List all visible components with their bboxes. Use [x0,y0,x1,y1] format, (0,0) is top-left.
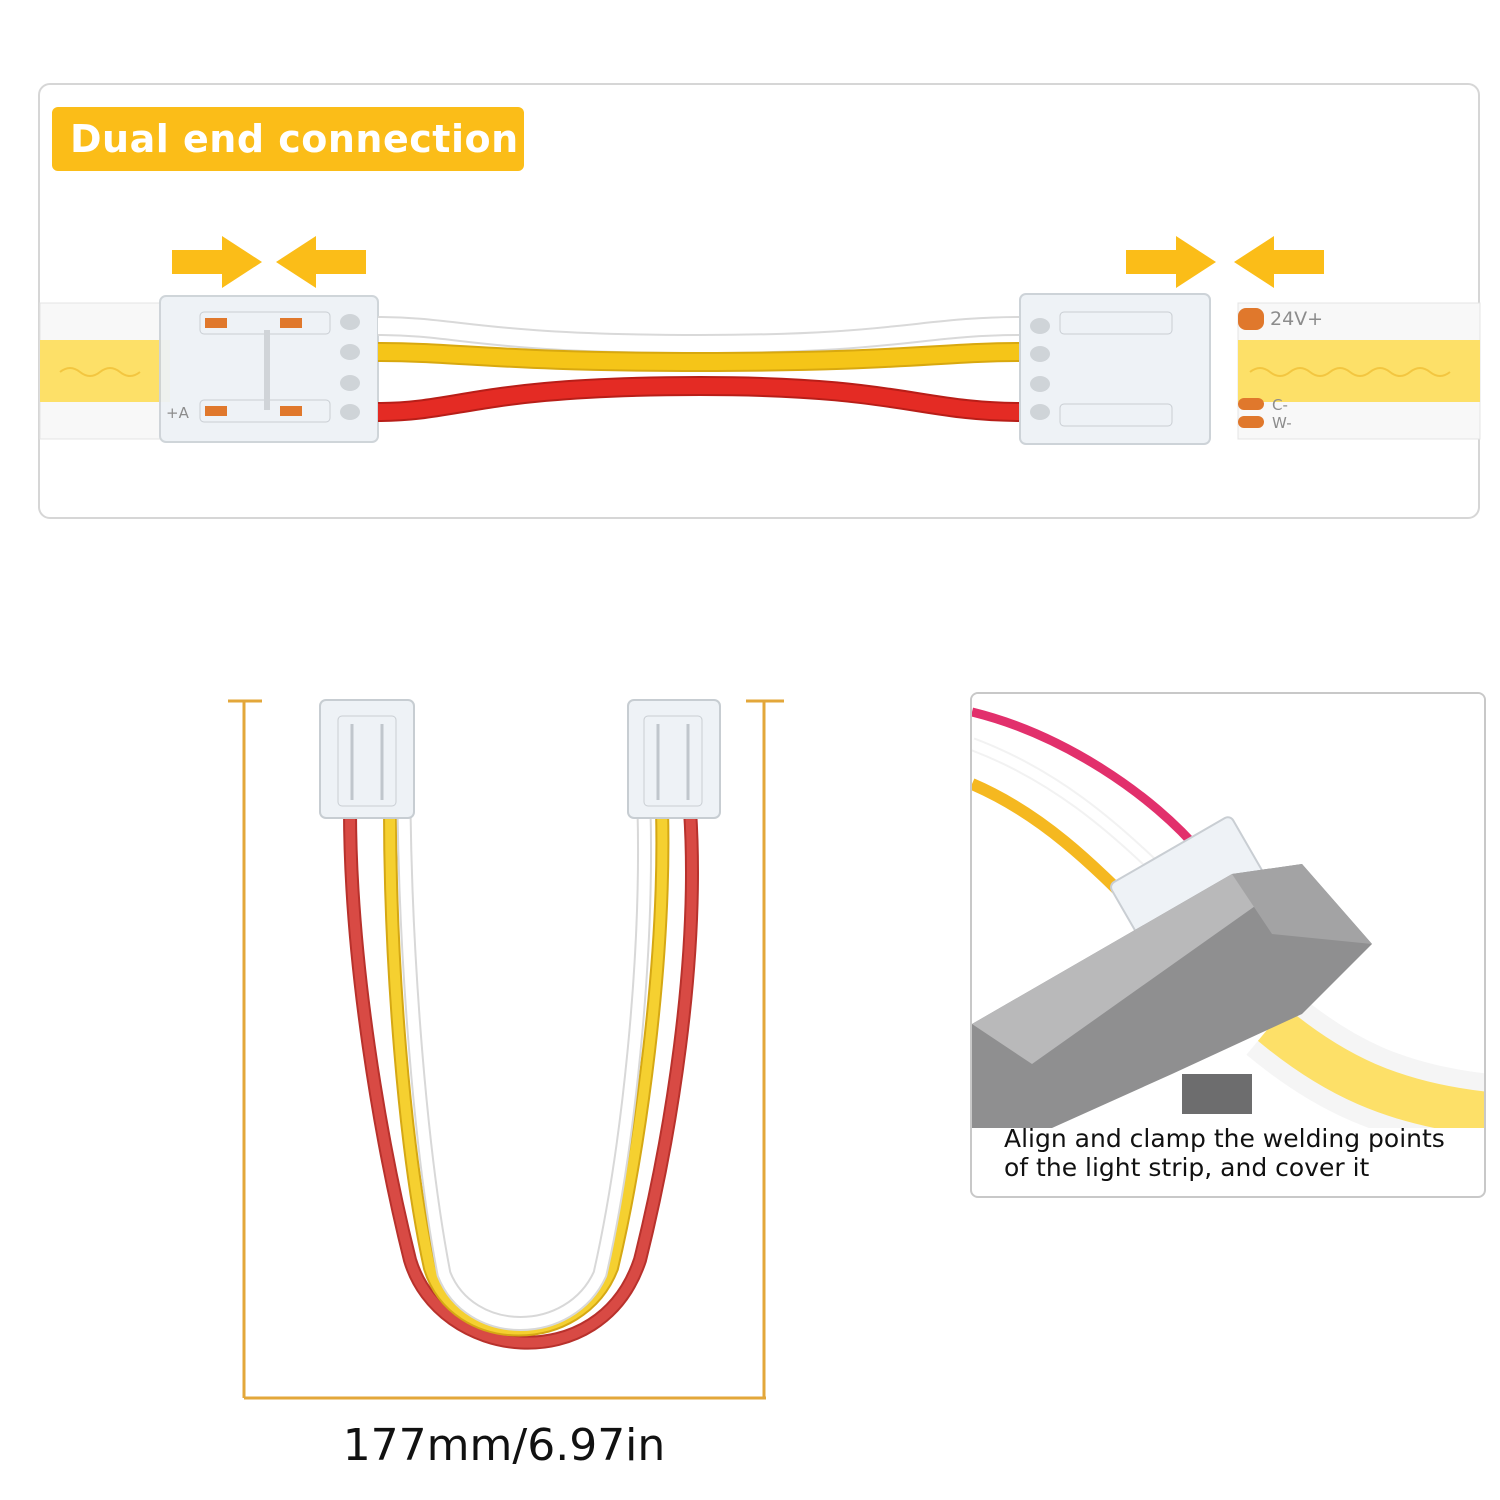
connection-diagram [39,236,1481,445]
clamp-panel [970,692,1486,1198]
wires [377,316,1023,422]
arrow-right-icon [1126,236,1216,288]
u-right-connector [627,699,721,819]
arrow-left-icon [276,236,366,288]
clamp-instruction: Align and clamp the welding points of th… [1004,1124,1484,1182]
right-connector [1019,293,1211,445]
u-wires [343,809,699,1350]
label-w-minus: W- [1272,414,1292,432]
label-c-minus: C- [1272,396,1288,414]
banner-title: Dual end connection [52,107,524,171]
instruction-line-1: Align and clamp the welding points [1004,1124,1445,1153]
dimension-bracket [228,699,784,1400]
left-led-strip [39,302,171,440]
label-24v-plus: 24V+ [1270,308,1324,330]
dimension-length: 177mm/6.97in [342,1420,666,1471]
label-left-plus: +A [166,404,189,422]
arrow-right-icon [172,236,262,288]
arrow-left-icon [1234,236,1324,288]
left-connector [159,295,379,443]
right-led-strip [1237,302,1481,440]
instruction-line-2: of the light strip, and cover it [1004,1153,1370,1182]
clamp-illustration [972,694,1484,1154]
u-left-connector [319,699,415,819]
u-cable-diagram [228,699,784,1400]
